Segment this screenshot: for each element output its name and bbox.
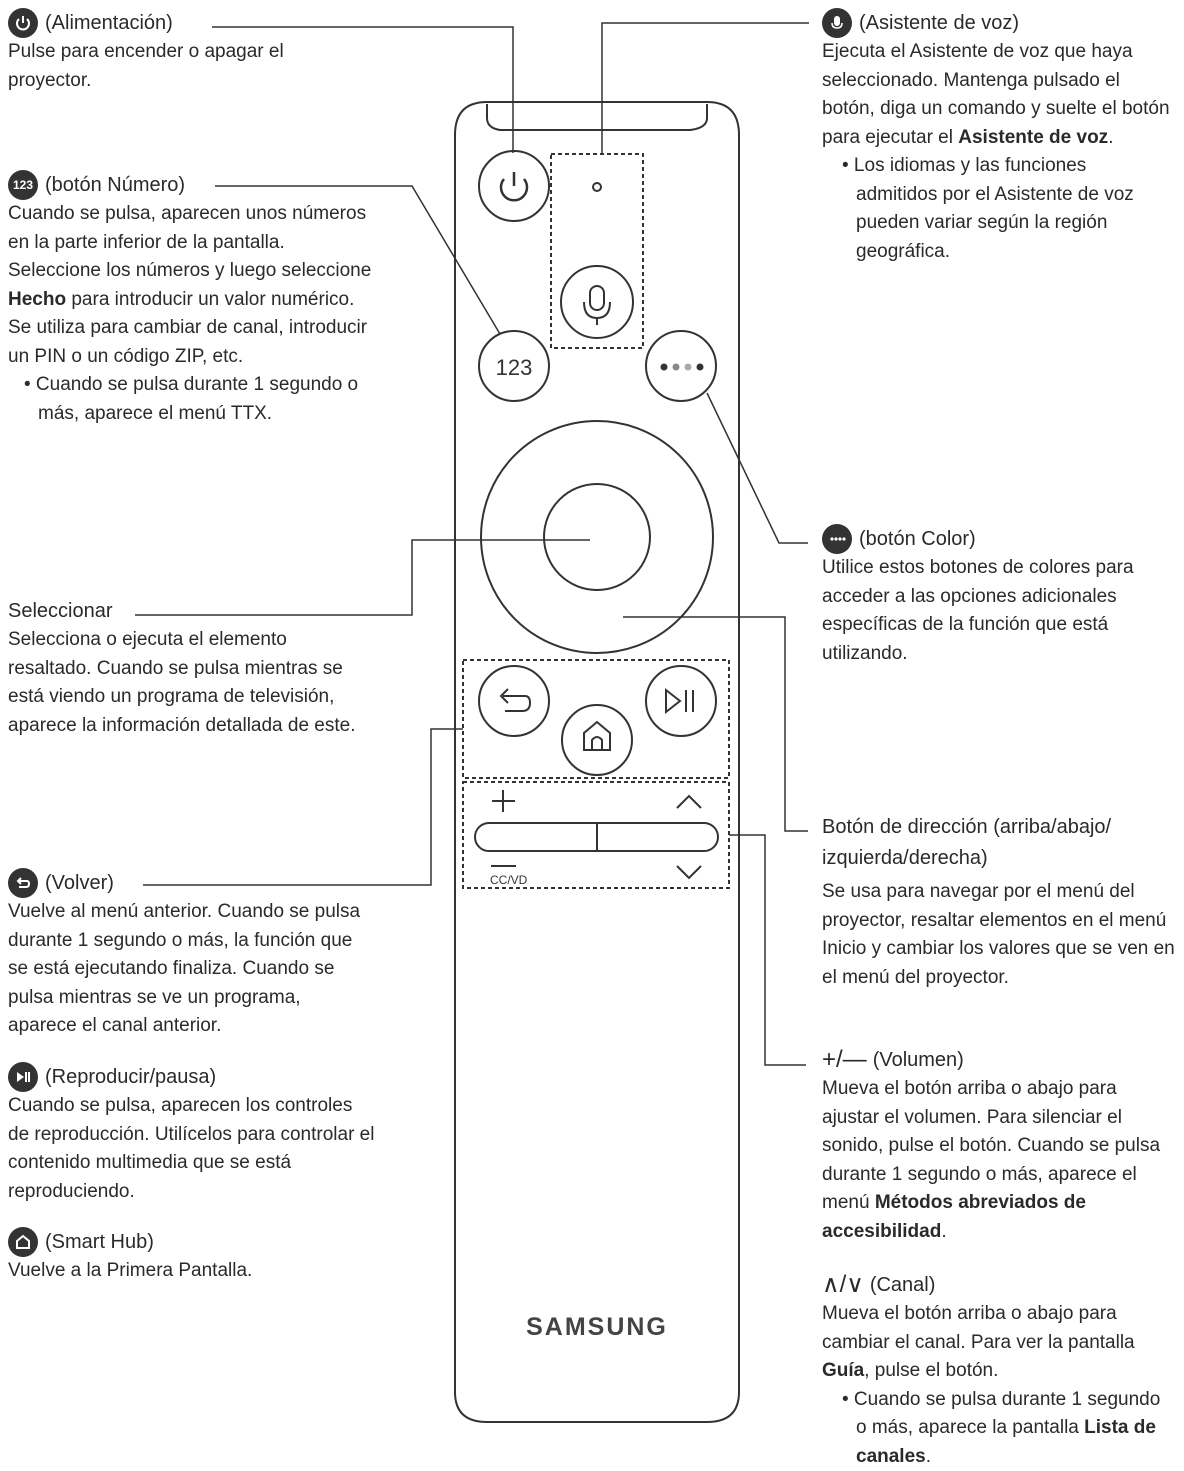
channel-desc: Mueva el botón arriba o abajo para cambi… bbox=[822, 1300, 1177, 1386]
play-desc: Cuando se pulsa, aparecen los controles … bbox=[8, 1092, 378, 1206]
power-section: (Alimentación) Pulse para encender o apa… bbox=[8, 8, 368, 95]
back-section: (Volver) Vuelve al menú anterior. Cuando… bbox=[8, 868, 368, 1041]
direction-title: Botón de dirección (arriba/abajo/ izquie… bbox=[822, 812, 1152, 874]
color-dots-icon bbox=[822, 524, 852, 554]
number-title: (botón Número) bbox=[45, 170, 185, 200]
channel-section: ∧/∨ (Canal) Mueva el botón arriba o abaj… bbox=[822, 1270, 1177, 1471]
direction-section: Botón de dirección (arriba/abajo/ izquie… bbox=[822, 812, 1182, 992]
smarthub-title: (Smart Hub) bbox=[45, 1227, 154, 1257]
voice-desc: Ejecuta el Asistente de voz que haya sel… bbox=[822, 38, 1177, 152]
power-desc: Pulse para encender o apagar el proyecto… bbox=[8, 38, 308, 95]
back-icon bbox=[8, 868, 38, 898]
back-title: (Volver) bbox=[45, 868, 114, 898]
voice-note: • Los idiomas y las funciones admitidos … bbox=[822, 152, 1161, 266]
direction-desc: Se usa para navegar por el menú del proy… bbox=[822, 878, 1182, 992]
channel-note: • Cuando se pulsa durante 1 segundo o má… bbox=[822, 1386, 1161, 1471]
voice-section: (Asistente de voz) Ejecuta el Asistente … bbox=[822, 8, 1177, 266]
home-icon bbox=[8, 1227, 38, 1257]
channel-symbol: ∧/∨ bbox=[822, 1270, 864, 1300]
select-section: Seleccionar Selecciona o ejecuta el elem… bbox=[8, 596, 368, 740]
play-title: (Reproducir/pausa) bbox=[45, 1062, 216, 1092]
remote-number-label: 123 bbox=[496, 355, 533, 380]
remote-cc-label: CC/VD bbox=[490, 873, 528, 887]
color-title: (botón Color) bbox=[859, 524, 976, 554]
leader-color bbox=[707, 393, 808, 543]
leader-volume bbox=[729, 835, 806, 1065]
smarthub-desc: Vuelve a la Primera Pantalla. bbox=[8, 1257, 368, 1286]
remote-media-box bbox=[463, 660, 729, 778]
channel-title: (Canal) bbox=[870, 1270, 936, 1300]
power-title: (Alimentación) bbox=[45, 8, 173, 38]
leader-back bbox=[143, 729, 463, 885]
select-desc: Selecciona o ejecuta el elemento resalta… bbox=[8, 626, 368, 740]
color-section: (botón Color) Utilice estos botones de c… bbox=[822, 524, 1162, 668]
smarthub-section: (Smart Hub) Vuelve a la Primera Pantalla… bbox=[8, 1227, 368, 1286]
play-pause-icon bbox=[8, 1062, 38, 1092]
microphone-icon bbox=[822, 8, 852, 38]
remote-mic-button bbox=[561, 266, 633, 338]
number-123-icon: 123 bbox=[8, 170, 38, 200]
number-desc: Cuando se pulsa, aparecen unos números e… bbox=[8, 200, 378, 371]
back-desc: Vuelve al menú anterior. Cuando se pulsa… bbox=[8, 898, 368, 1041]
remote-color-button bbox=[646, 331, 716, 401]
voice-title: (Asistente de voz) bbox=[859, 8, 1019, 38]
volume-section: +/— (Volumen) Mueva el botón arriba o ab… bbox=[822, 1045, 1177, 1246]
power-icon bbox=[8, 8, 38, 38]
color-desc: Utilice estos botones de colores para ac… bbox=[822, 554, 1162, 668]
leader-voice bbox=[602, 23, 809, 154]
number-section: 123 (botón Número) Cuando se pulsa, apar… bbox=[8, 170, 378, 428]
remote-direction-ring bbox=[481, 421, 713, 653]
volume-desc: Mueva el botón arriba o abajo para ajust… bbox=[822, 1075, 1177, 1246]
remote-home-button bbox=[562, 705, 632, 775]
remote-brand: SAMSUNG bbox=[526, 1313, 668, 1341]
remote-top-edge bbox=[487, 104, 707, 130]
remote-body bbox=[455, 102, 739, 1422]
remote-back-button bbox=[479, 666, 549, 736]
select-title: Seleccionar bbox=[8, 596, 368, 626]
volume-symbol: +/— bbox=[822, 1045, 867, 1075]
play-section: (Reproducir/pausa) Cuando se pulsa, apar… bbox=[8, 1062, 378, 1206]
leader-direction bbox=[623, 617, 808, 831]
number-note: • Cuando se pulsa durante 1 segundo o má… bbox=[8, 371, 378, 428]
volume-title: (Volumen) bbox=[873, 1045, 964, 1075]
remote-select-button bbox=[544, 484, 650, 590]
